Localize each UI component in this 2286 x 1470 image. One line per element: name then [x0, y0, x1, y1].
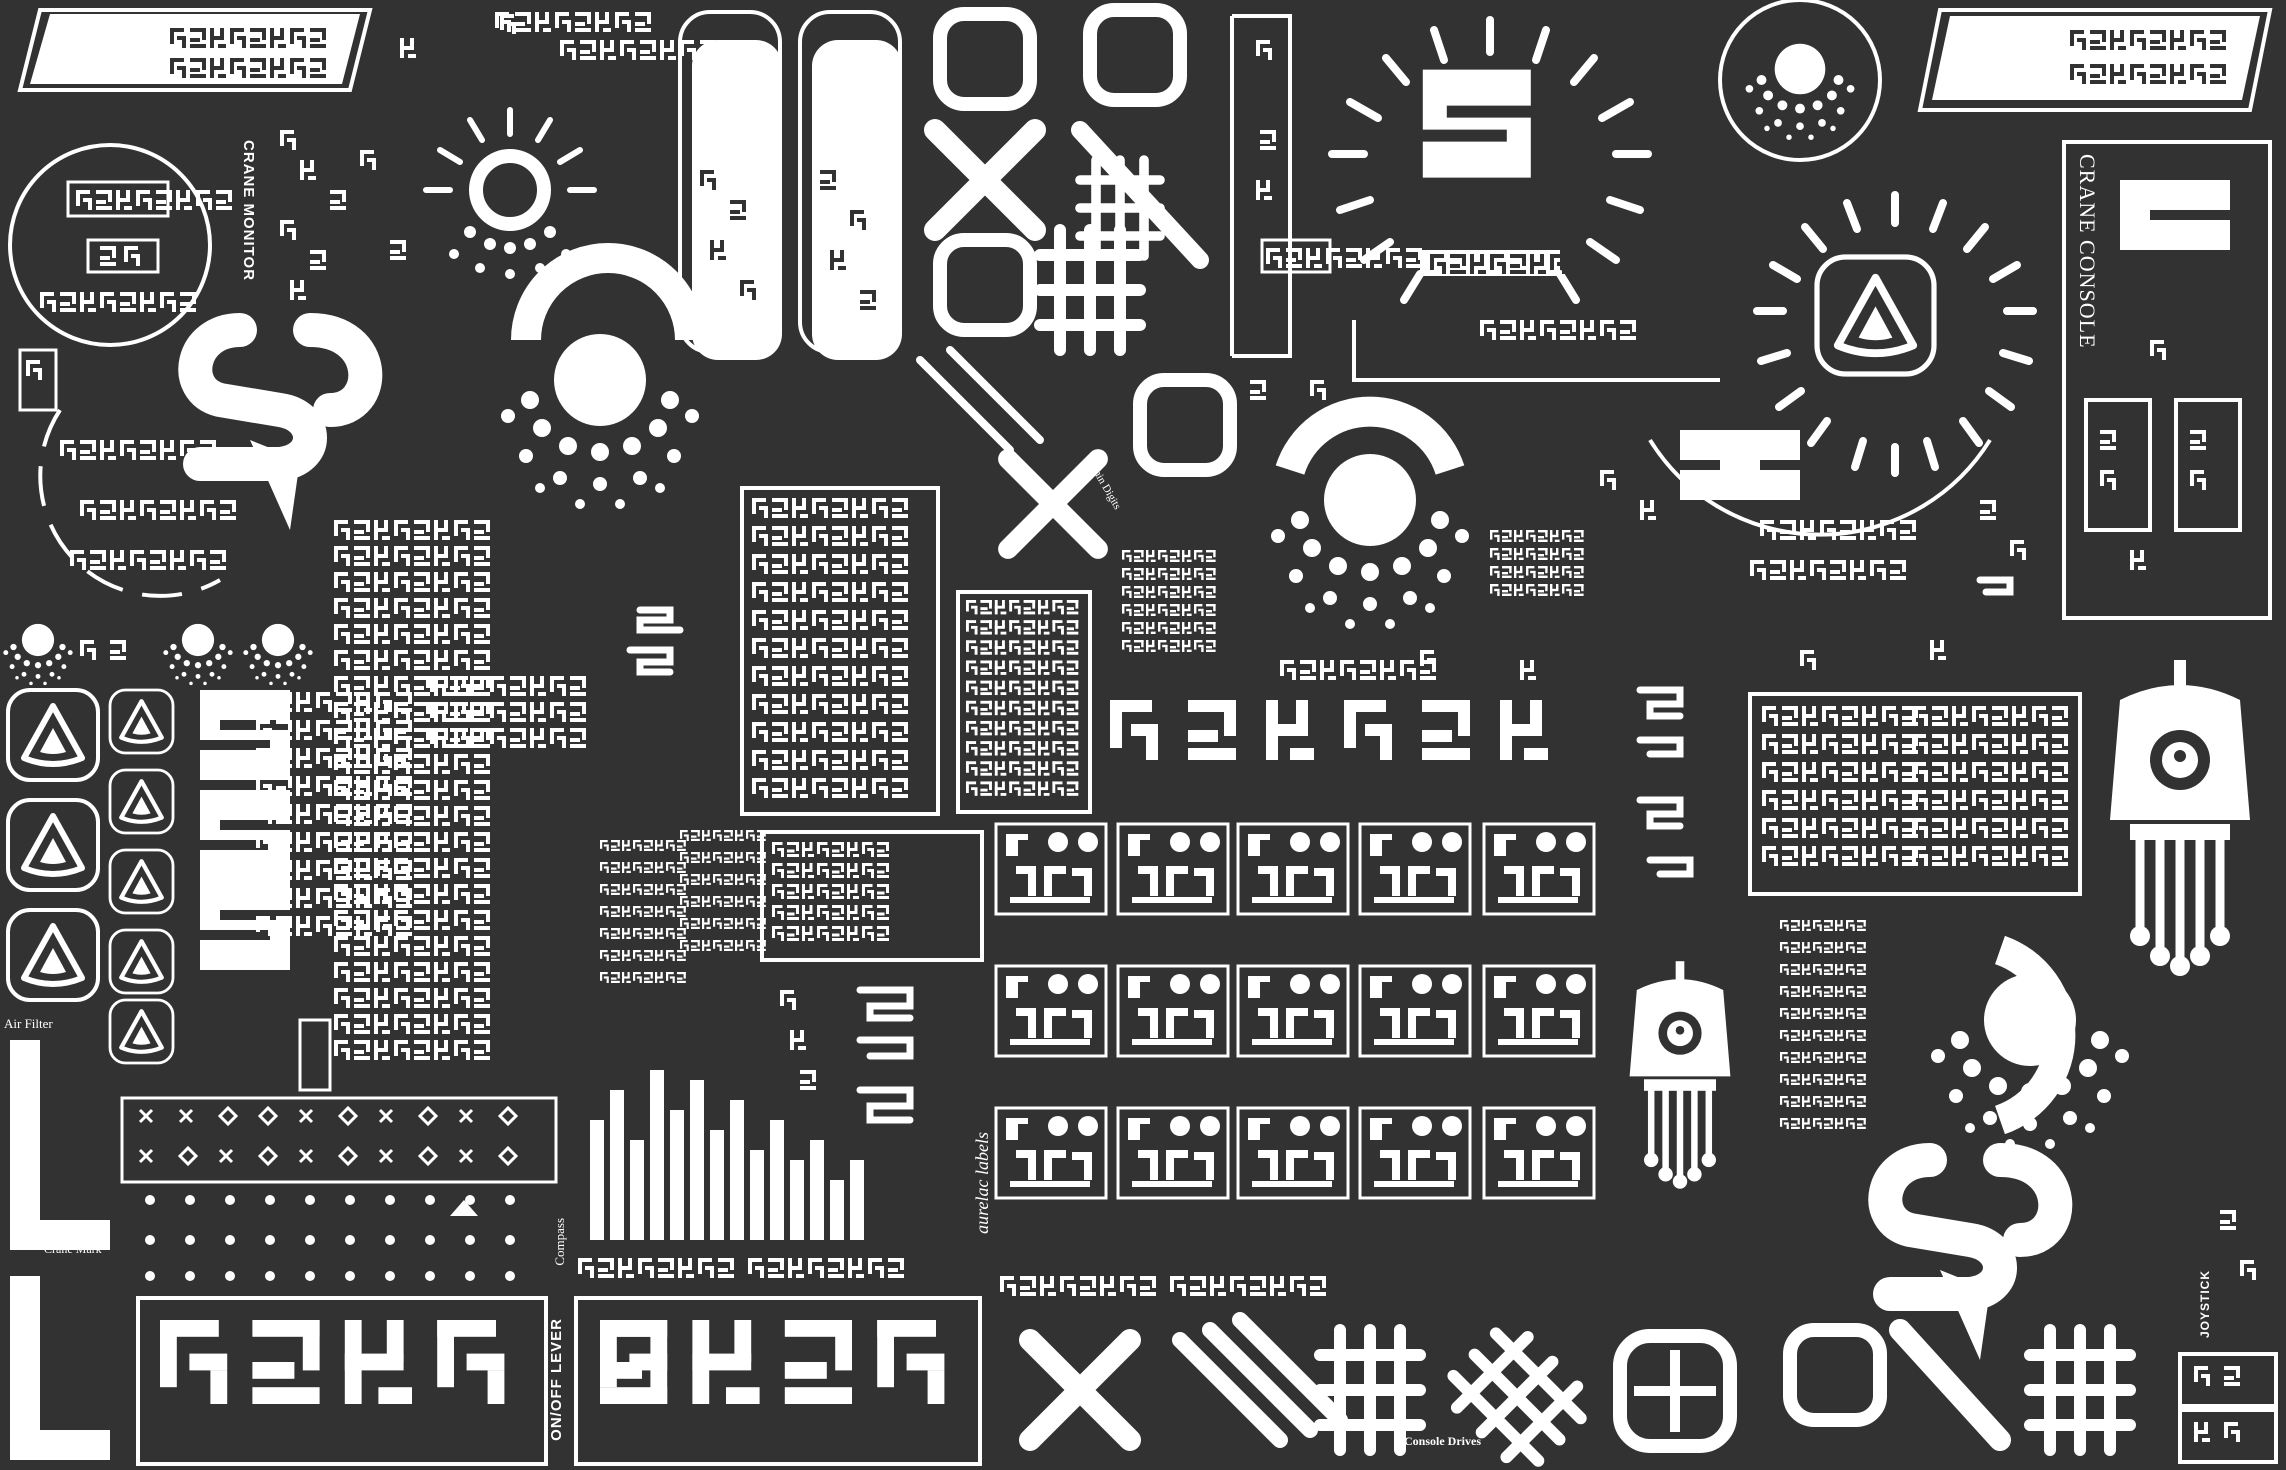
- crane-console-label: CRANE CONSOLE: [2075, 154, 2100, 349]
- crane-console-panel: [2062, 140, 2272, 620]
- aurelac-labels-label: aurelac labels: [972, 1132, 992, 1234]
- top-left-pill: [17, 8, 373, 92]
- glyph-panel-large: [740, 486, 940, 816]
- compass-grid: [120, 1096, 558, 1281]
- x-cross-icon: [1030, 1340, 1130, 1440]
- hash-grid-icon: [1320, 1330, 1420, 1450]
- crane-monitor-dial: [8, 143, 232, 347]
- glyph-panel-right: [1748, 692, 2082, 896]
- glyph-text-block: [334, 520, 586, 1060]
- joystick-robot-icon: [2110, 660, 2250, 976]
- compass-label: Compass: [552, 1218, 567, 1266]
- tall-glyph-card-1: [678, 10, 782, 360]
- crane-monitor-label: CRANE MONITOR: [240, 140, 257, 282]
- big-glyph-row: [1110, 700, 1548, 760]
- rounded-square-icon: [1613, 1329, 1737, 1453]
- on-off-lever-label: ON/OFF LEVER: [548, 1318, 565, 1441]
- bottom-glyph-panel-1: [136, 1296, 548, 1466]
- glyph-panel-wide: [760, 830, 984, 962]
- glyph-panel-small: [956, 590, 1092, 814]
- glyph-card-grid: [996, 824, 1594, 1198]
- triangle-badge-radial: [1753, 191, 2037, 477]
- sun-burst-icon: [423, 107, 597, 279]
- s-dial: [1328, 16, 1652, 304]
- tall-glyph-card-2: [798, 10, 902, 360]
- console-drives-label: Console Drives: [1404, 1434, 1481, 1448]
- bottom-glyph-panel-2: [574, 1296, 982, 1466]
- crane-mark-label: Crane Mark: [44, 1242, 102, 1256]
- joystick-label: JOYSTICK: [2198, 1270, 2212, 1339]
- top-right-pill: [1917, 8, 2273, 112]
- air-filter-label: Air Filter: [4, 1016, 53, 1031]
